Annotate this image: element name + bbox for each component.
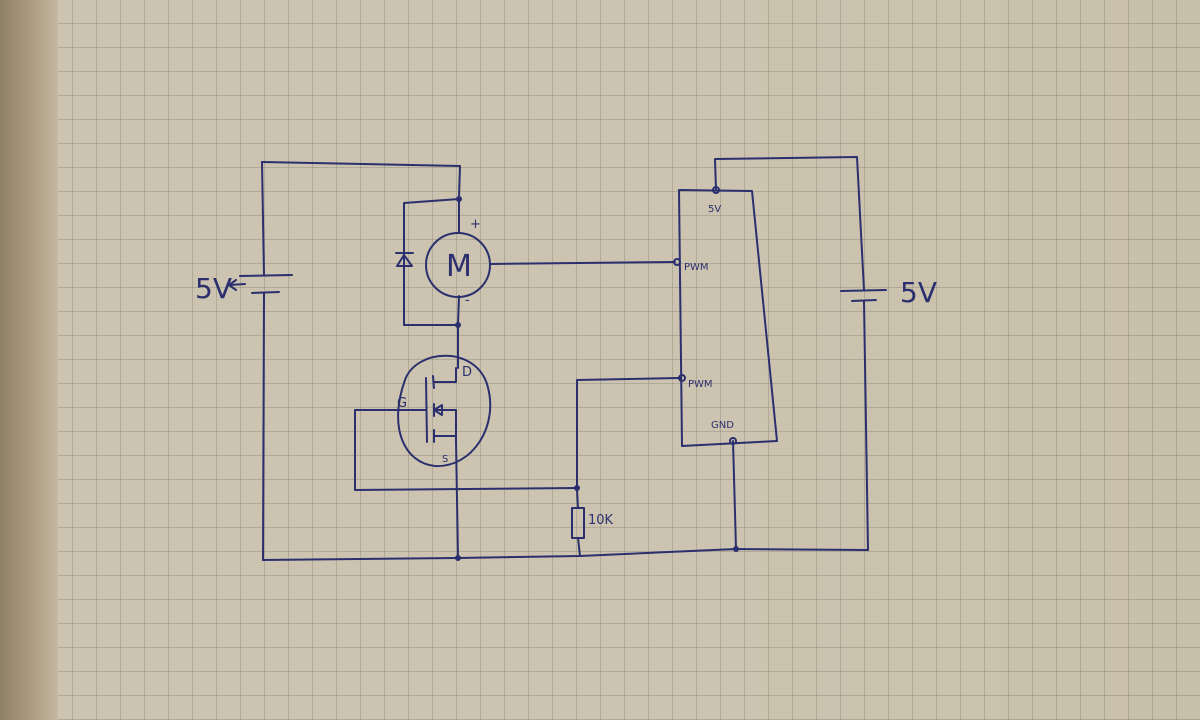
wire-resistor-ground [577, 537, 581, 557]
junction-dot [455, 555, 461, 561]
wire-source-ground [455, 439, 459, 559]
left-supply-label: 5V [195, 272, 232, 305]
right-supply-label: 5V [900, 276, 937, 309]
motor-label: M [446, 249, 472, 284]
board-pwm-bottom-label: PWM [688, 379, 713, 390]
right-battery [840, 289, 887, 302]
wire-left-supply-up [261, 161, 265, 276]
motor-symbol [425, 232, 491, 298]
wire-left-supply-down [262, 292, 265, 561]
junction-dot [455, 322, 461, 328]
junction-dot [456, 196, 462, 202]
board-gnd-label: GND [711, 420, 734, 431]
wire-gate-loop [354, 409, 578, 491]
mosfet-source-label: S [442, 454, 448, 465]
mosfet-symbol [397, 354, 492, 468]
pin-pwm-top [673, 258, 681, 266]
wire-pwm2-resistor [576, 377, 681, 509]
junction-dot [733, 546, 739, 552]
resistor-label: 10K [588, 513, 614, 528]
wire-diode-loop [403, 198, 460, 326]
pin-5v [712, 186, 720, 194]
controller-board [678, 189, 778, 447]
flyback-diode [395, 252, 414, 267]
wire-right-supply-down [863, 300, 869, 551]
board-5v-label: 5V [708, 204, 721, 215]
motor-plus-label: + [470, 217, 481, 232]
wire-gnd-to-bus [732, 440, 737, 550]
wire-motor-to-pwm [489, 261, 676, 265]
junction-dot [574, 485, 580, 491]
pin-gnd [729, 437, 737, 445]
board-pwm-top-label: PWM [684, 262, 709, 273]
mosfet-gate-label: G [397, 396, 407, 411]
table-edge [0, 0, 58, 720]
mosfet-drain-label: D [462, 365, 472, 380]
wire-left-top [261, 161, 461, 198]
left-supply-arrow [228, 279, 246, 291]
left-battery [239, 274, 293, 294]
motor-minus-label: - [465, 293, 470, 308]
wire-right-supply-up [714, 156, 865, 291]
pin-pwm-bottom [678, 374, 686, 382]
resistor-10k [571, 507, 585, 539]
wire-ground-bus [262, 548, 869, 561]
